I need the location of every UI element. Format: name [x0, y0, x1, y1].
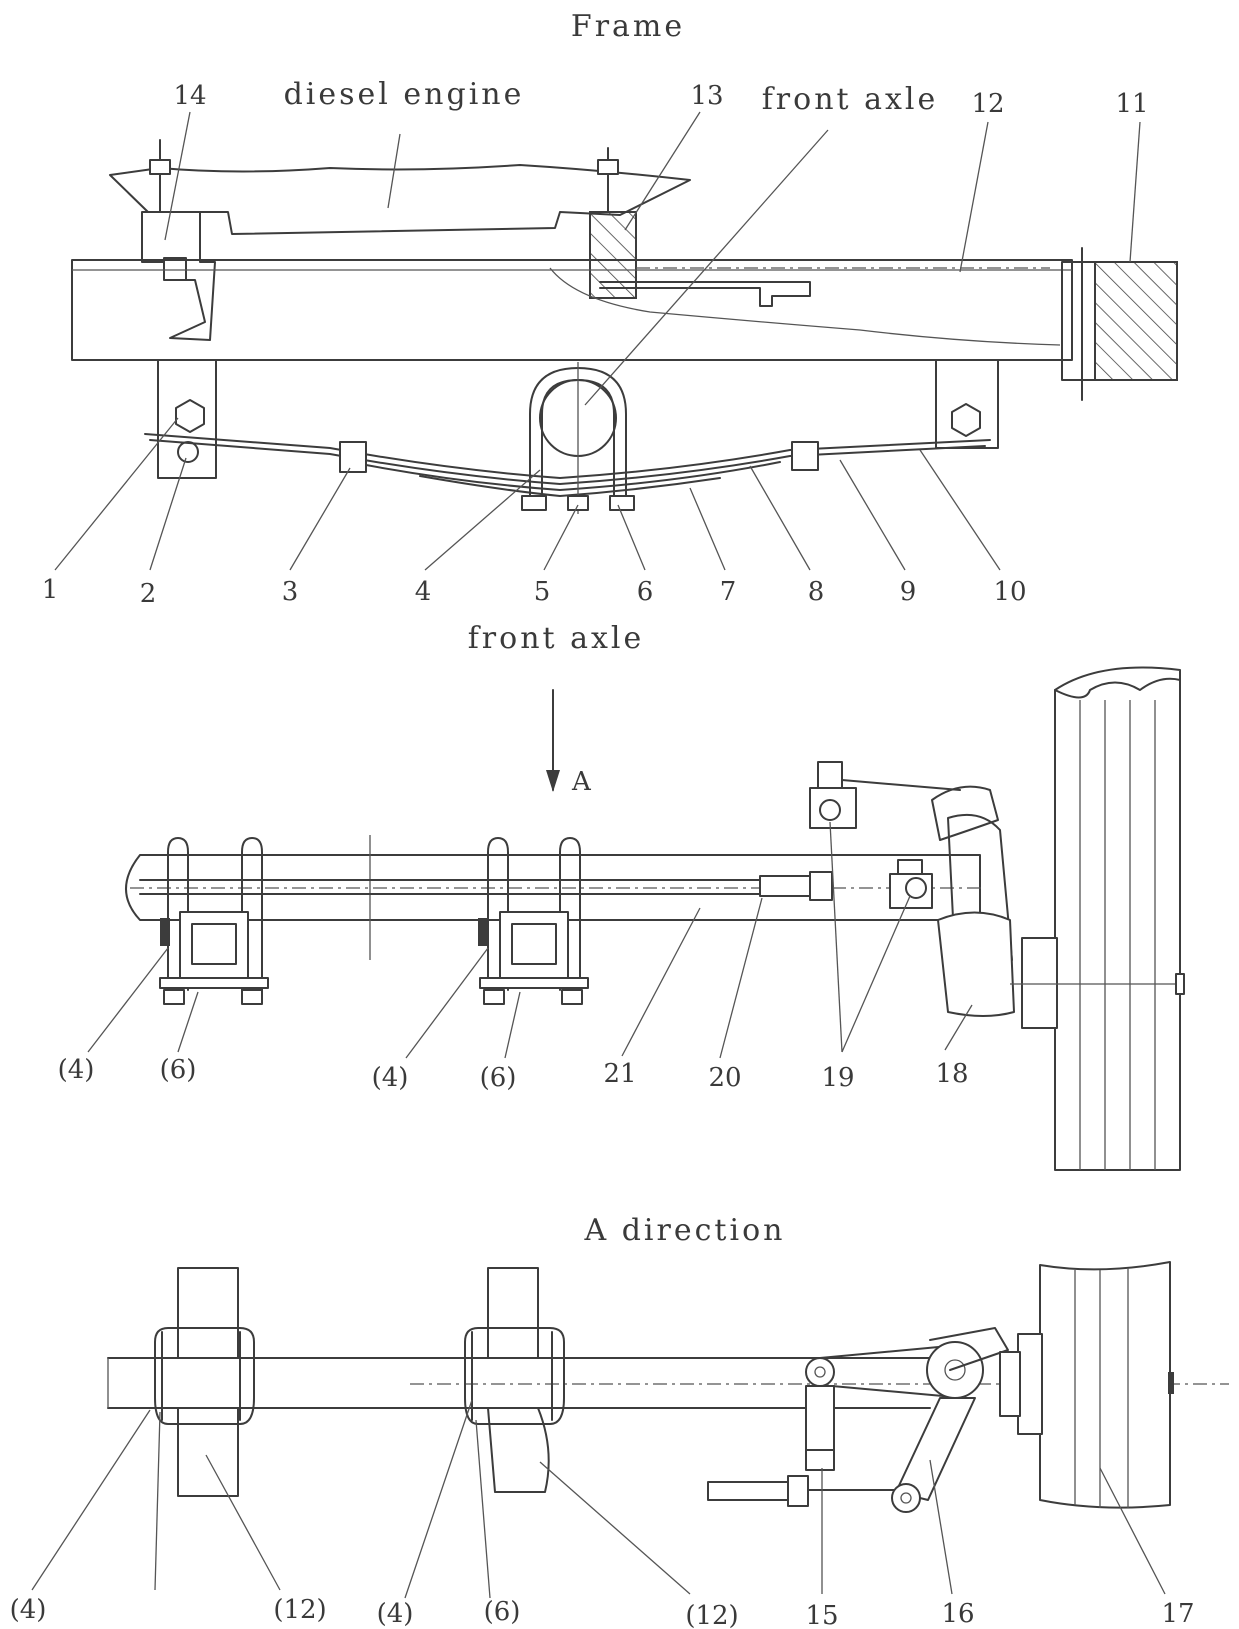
engine-bolt-right [597, 147, 619, 213]
steering-arm-19 [809, 761, 961, 909]
callout-15: 15 [805, 1601, 838, 1629]
callout-18: 18 [935, 1059, 968, 1089]
middle-view: A [58, 666, 1185, 1171]
steering-linkage [707, 1327, 1009, 1513]
callout-3: 3 [282, 577, 299, 607]
diesel-engine-outline [109, 164, 691, 235]
callout-21: 21 [603, 1059, 636, 1089]
callout-8: 8 [808, 577, 825, 607]
leaf-spring [144, 433, 991, 497]
u-bolt-assembly-right [478, 837, 589, 1005]
callout-middle-4b: (4) [372, 1063, 409, 1093]
view-arrow-label: A [571, 767, 592, 797]
callout-bottom-12b: (12) [685, 1601, 738, 1629]
callout-17: 17 [1161, 1599, 1194, 1629]
frame-rail [71, 259, 1073, 361]
front-axle-label: front axle [762, 82, 939, 117]
tie-rod-20 [139, 879, 761, 895]
spring-clip-3 [339, 441, 367, 473]
callout-19: 19 [821, 1063, 854, 1093]
spring-clip-9 [791, 441, 819, 471]
spring-plan-left [154, 1267, 255, 1497]
callout-12: 12 [971, 89, 1004, 119]
steering-knuckle-18 [931, 785, 1015, 1017]
callout-4: 4 [415, 577, 432, 607]
bumper-bracket [1061, 261, 1096, 381]
callout-14: 14 [173, 81, 206, 111]
hanger-pin-front [177, 441, 199, 463]
front-wheel-middle [1010, 666, 1185, 1171]
callout-13: 13 [690, 81, 723, 111]
callout-bottom-4a: (4) [10, 1595, 47, 1625]
callout-middle-6a: (6) [160, 1055, 197, 1085]
engine-bracket-14 [141, 211, 216, 341]
tie-rod-nut [809, 871, 833, 901]
heading-frame: Frame [571, 9, 685, 44]
frame-cutaway-edge [549, 267, 1061, 346]
callout-bottom-6b: (6) [484, 1597, 521, 1627]
callout-5: 5 [534, 577, 551, 607]
spring-plan-right [464, 1267, 565, 1493]
top-view-leaders [54, 111, 1141, 571]
bracket-nut [163, 257, 187, 281]
diesel-engine-label: diesel engine [284, 77, 525, 112]
middle-view-leaders [87, 821, 973, 1059]
callout-bottom-12a: (12) [273, 1595, 326, 1625]
engine-bolt-left [149, 139, 171, 213]
center-bolt-nut [567, 495, 589, 511]
callout-9: 9 [900, 577, 917, 607]
bumper-11 [1094, 261, 1178, 381]
hanger-bolt-rear [951, 403, 981, 437]
u-bolt-assembly-left [159, 837, 269, 1005]
hanger-bolt-front [175, 399, 205, 433]
front-wheel-plan [999, 1261, 1174, 1509]
axle-beam-21 [125, 854, 981, 921]
callout-middle-6b: (6) [480, 1063, 517, 1093]
heading-front-axle: front axle [468, 621, 645, 656]
callout-6: 6 [637, 577, 654, 607]
callout-1: 1 [42, 575, 59, 605]
view-arrow-head [546, 770, 560, 792]
u-bolt-nut-left [521, 495, 547, 511]
callout-10: 10 [993, 577, 1026, 607]
top-view: diesel engine front axle 14 13 12 11 1 2… [42, 77, 1178, 609]
heading-a-direction: A direction [584, 1213, 786, 1248]
callout-middle-4a: (4) [58, 1055, 95, 1085]
bottom-view: (4) (12) (4) (6) (12) 15 16 17 [10, 1261, 1229, 1629]
callout-11: 11 [1115, 89, 1148, 119]
tie-rod-end [759, 875, 811, 897]
callout-16: 16 [941, 1599, 974, 1629]
callout-2: 2 [140, 579, 157, 609]
u-bolt-nut-right [609, 495, 635, 511]
callout-bottom-4b: (4) [377, 1599, 414, 1629]
bottom-view-leaders [31, 1399, 1166, 1599]
callout-7: 7 [720, 577, 737, 607]
engine-mount-13 [589, 211, 637, 299]
front-bracket-bolt [599, 281, 811, 307]
callout-20: 20 [708, 1063, 741, 1093]
